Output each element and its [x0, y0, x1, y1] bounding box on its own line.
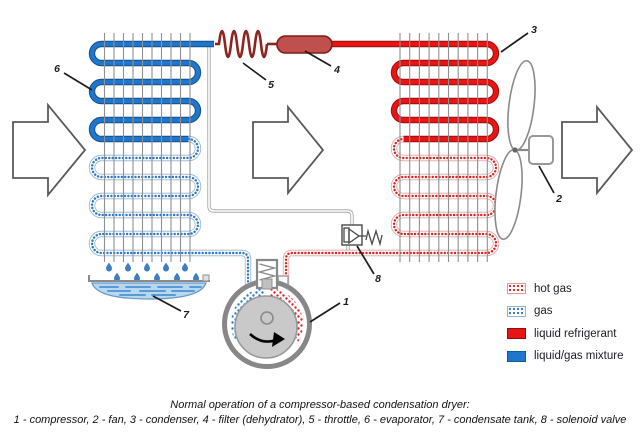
condenser-fins [399, 33, 488, 262]
legend-swatch-liquid-gas-mixture [507, 350, 526, 362]
evaporator-coil [92, 44, 248, 287]
fan-hub [512, 147, 518, 153]
label-condenser: 3 [531, 24, 537, 36]
caption-title: Normal operation of a compressor-based c… [170, 399, 470, 411]
diagram-svg [12, 29, 634, 369]
legend-item-gas: gas [507, 305, 623, 317]
legend-label-hot-gas: hot gas [534, 282, 572, 295]
caption: Normal operation of a compressor-based c… [0, 399, 640, 426]
evaporator-fins [103, 33, 191, 262]
condensate-droplets [106, 262, 199, 282]
legend-swatch-hot-gas [507, 283, 526, 294]
compressor [222, 258, 312, 369]
airflow-arrow-middle [252, 104, 325, 196]
legend-item-liquid-refrigerant: liquid refrigerant [507, 327, 623, 340]
legend-label-liquid-gas-mixture: liquid/gas mixture [534, 350, 624, 362]
caption-parts-list: 1 - compressor, 2 - fan, 3 - condenser, … [13, 414, 627, 426]
compressor-rotor [234, 295, 298, 359]
label-leader-lines [63, 32, 555, 323]
label-evaporator: 6 [54, 63, 60, 75]
legend-item-hot-gas: hot gas [507, 282, 623, 295]
fan [494, 59, 554, 241]
label-fan: 2 [556, 193, 562, 205]
label-filter: 4 [334, 64, 340, 76]
condenser-coil [286, 44, 496, 287]
airflow-arrow-outlet [561, 104, 634, 196]
legend-swatch-liquid-refrigerant [507, 328, 526, 339]
legend-item-liquid-gas-mixture: liquid/gas mixture [507, 350, 624, 362]
label-solenoid-valve: 8 [375, 273, 381, 285]
legend-label-gas: gas [534, 305, 553, 317]
legend: hot gas gas liquid refrigerant liquid/ga… [507, 283, 623, 373]
throttle [215, 29, 277, 59]
solenoid-valve [341, 224, 383, 247]
filter-dehydrator [276, 35, 333, 54]
label-throttle: 5 [268, 79, 274, 91]
airflow-arrow-inlet [12, 102, 87, 198]
legend-swatch-gas [507, 305, 526, 317]
label-compressor: 1 [343, 296, 349, 308]
fan-motor [528, 135, 554, 165]
legend-label-liquid-refrigerant: liquid refrigerant [534, 327, 617, 340]
label-condensate-tank: 7 [183, 309, 189, 321]
condensate-tank [88, 262, 210, 300]
